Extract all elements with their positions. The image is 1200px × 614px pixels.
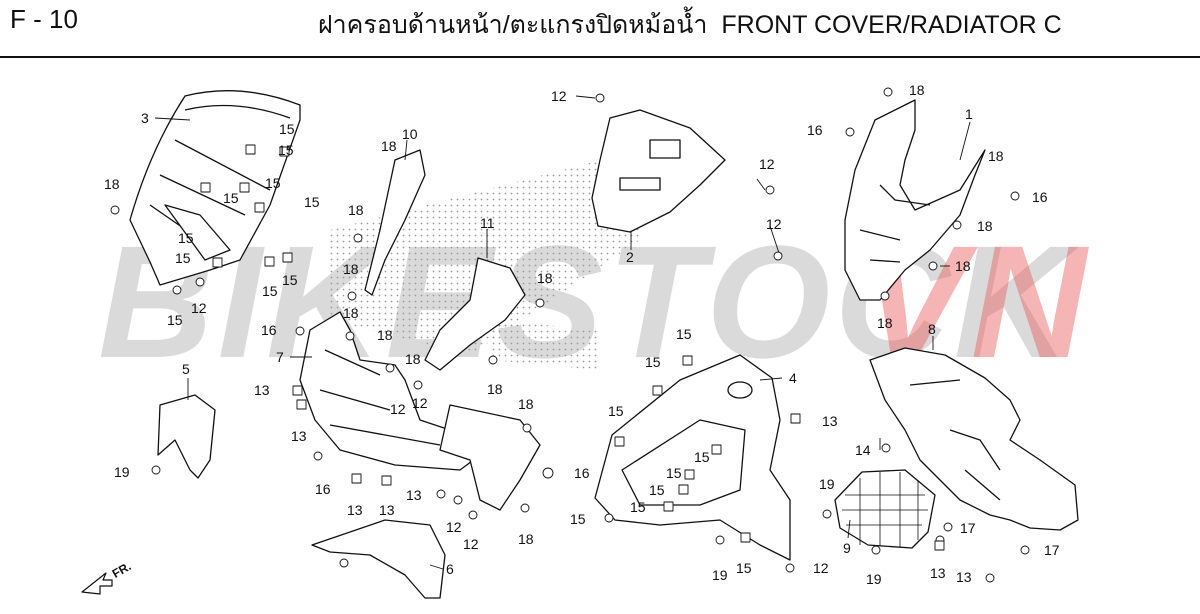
callout-18: 18 bbox=[343, 305, 359, 321]
callout-15: 15 bbox=[175, 250, 191, 266]
part-8-radiator-side-cover bbox=[869, 347, 1079, 531]
callout-8: 8 bbox=[928, 321, 936, 337]
callout-16: 16 bbox=[315, 481, 331, 497]
callout-11: 11 bbox=[480, 215, 495, 231]
callout-13: 13 bbox=[347, 502, 363, 518]
callout-18: 18 bbox=[377, 327, 393, 343]
callout-13: 13 bbox=[822, 413, 838, 429]
callout-18: 18 bbox=[977, 218, 993, 234]
callout-5: 5 bbox=[182, 361, 190, 377]
part-1-headlight-housing bbox=[844, 99, 986, 301]
parts-diagram bbox=[81, 87, 1079, 599]
callout-7: 7 bbox=[276, 349, 284, 365]
callout-9: 9 bbox=[843, 540, 851, 556]
callout-15: 15 bbox=[262, 283, 278, 299]
part-9-radiator-grill bbox=[834, 469, 936, 549]
callout-18: 18 bbox=[487, 381, 503, 397]
callout-2: 2 bbox=[626, 249, 634, 265]
part-3-front-upper-cover bbox=[129, 90, 301, 286]
part-2-center-cover bbox=[591, 109, 726, 233]
callout-19: 19 bbox=[866, 571, 882, 587]
callout-12: 12 bbox=[412, 395, 428, 411]
callout-18: 18 bbox=[343, 261, 359, 277]
callout-12: 12 bbox=[446, 519, 462, 535]
callout-12: 12 bbox=[813, 560, 829, 576]
callout-12: 12 bbox=[463, 536, 479, 552]
figure-code: F - 10 bbox=[10, 4, 78, 34]
callout-15: 15 bbox=[736, 560, 752, 576]
callout-10: 10 bbox=[402, 126, 418, 142]
callout-16: 16 bbox=[1032, 189, 1048, 205]
callout-16: 16 bbox=[261, 322, 277, 338]
callout-18: 18 bbox=[988, 148, 1004, 164]
callout-13: 13 bbox=[930, 565, 946, 581]
callout-15: 15 bbox=[608, 403, 624, 419]
callout-18: 18 bbox=[518, 396, 534, 412]
front-direction-arrow bbox=[81, 572, 113, 595]
callout-13: 13 bbox=[254, 382, 270, 398]
callout-15: 15 bbox=[265, 175, 281, 191]
callout-18: 18 bbox=[909, 82, 925, 98]
callout-15: 15 bbox=[676, 326, 692, 342]
callout-15: 15 bbox=[282, 272, 298, 288]
callout-12: 12 bbox=[766, 216, 782, 232]
callout-15: 15 bbox=[278, 142, 294, 158]
callout-18: 18 bbox=[104, 176, 120, 192]
callout-19: 19 bbox=[819, 476, 835, 492]
figure-title-thai: ฝาครอบด้านหน้า/ตะแกรงปิดหม้อน้ำ bbox=[318, 11, 708, 39]
callout-15: 15 bbox=[570, 511, 586, 527]
part-4-front-side-cover bbox=[594, 354, 791, 561]
callout-17: 17 bbox=[1044, 542, 1060, 558]
callout-16: 16 bbox=[807, 122, 823, 138]
callout-15: 15 bbox=[694, 449, 710, 465]
callout-16: 16 bbox=[574, 465, 590, 481]
part-10-side-strip bbox=[364, 149, 426, 296]
part-6-lower-fairing bbox=[311, 519, 446, 599]
callout-15: 15 bbox=[304, 194, 320, 210]
callout-18: 18 bbox=[405, 351, 421, 367]
callout-15: 15 bbox=[645, 354, 661, 370]
callout-12: 12 bbox=[191, 300, 207, 316]
assembly-shadow bbox=[330, 150, 640, 355]
callout-17: 17 bbox=[960, 520, 976, 536]
diagram-header: F - 10 ฝาครอบด้านหน้า/ตะแกรงปิดหม้อน้ำ FR… bbox=[0, 0, 1200, 58]
callout-18: 18 bbox=[877, 315, 893, 331]
callout-13: 13 bbox=[956, 569, 972, 585]
part-11-inner-bracket bbox=[424, 257, 526, 371]
callout-15: 15 bbox=[167, 312, 183, 328]
callout-15: 15 bbox=[666, 465, 682, 481]
callout-14: 14 bbox=[855, 442, 871, 458]
part-5-small-cover bbox=[157, 394, 216, 479]
callout-12: 12 bbox=[551, 88, 567, 104]
assembly-shadow bbox=[490, 320, 600, 370]
callout-15: 15 bbox=[630, 499, 646, 515]
callout-15: 15 bbox=[279, 121, 295, 137]
callout-13: 13 bbox=[379, 502, 395, 518]
callout-16: 13 bbox=[406, 487, 422, 503]
callout-15: 15 bbox=[649, 482, 665, 498]
callout-18: 18 bbox=[381, 138, 397, 154]
callout-6: 6 bbox=[446, 561, 454, 577]
callout-15: 15 bbox=[223, 190, 239, 206]
figure-title: ฝาครอบด้านหน้า/ตะแกรงปิดหม้อน้ำ FRONT COV… bbox=[318, 5, 1062, 45]
callout-12: 12 bbox=[390, 401, 406, 417]
callout-4: 4 bbox=[789, 370, 797, 386]
callout-15: 15 bbox=[178, 230, 194, 246]
callout-18: 18 bbox=[955, 258, 971, 274]
callout-12: 12 bbox=[759, 156, 775, 172]
callout-18: 18 bbox=[348, 202, 364, 218]
callout-3: 3 bbox=[141, 110, 149, 126]
callout-1: 1 bbox=[965, 106, 973, 122]
callout-18: 18 bbox=[518, 531, 534, 547]
callout-18: 18 bbox=[537, 270, 553, 286]
callout-19: 19 bbox=[114, 464, 130, 480]
callout-13: 13 bbox=[291, 428, 307, 444]
figure-title-english: FRONT COVER/RADIATOR C bbox=[721, 11, 1062, 39]
callout-18: 19 bbox=[712, 567, 728, 583]
